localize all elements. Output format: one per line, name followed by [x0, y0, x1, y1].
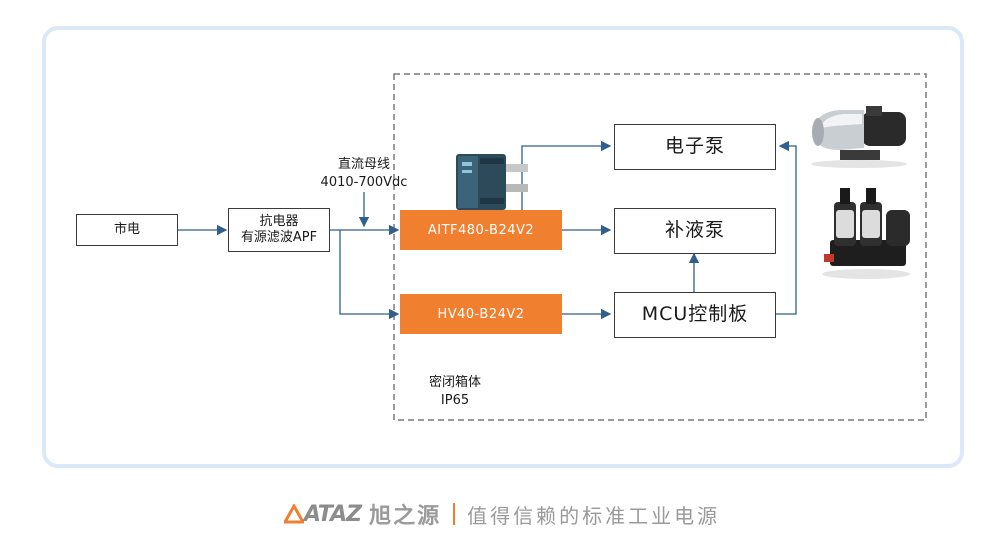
- centrifugal-pump-image: [811, 106, 907, 168]
- hv40-module: HV40-B24V2: [400, 294, 562, 334]
- fluid-pump-box: 补液泵: [614, 208, 776, 254]
- enclosure-line1: 密闭箱体: [428, 375, 481, 390]
- dc-bus-label: 直流母线 4010-700Vdc: [300, 156, 428, 191]
- footer-brand-bar: ATAZ 旭之源 值得信赖的标准工业电源: [0, 496, 1004, 532]
- mains-box: 市电: [76, 214, 178, 246]
- footer-divider: [453, 503, 456, 525]
- aitf-module: AITF480-B24V2: [400, 210, 562, 250]
- mains-label: 市电: [113, 221, 140, 237]
- dc-bus-line1: 直流母线: [337, 157, 390, 172]
- hv40-label: HV40-B24V2: [437, 306, 525, 322]
- power-supply-image: [456, 154, 528, 210]
- mcu-box: MCU控制板: [614, 292, 776, 338]
- dc-bus-line2: 4010-700Vdc: [320, 174, 408, 190]
- enclosure-line2: IP65: [440, 392, 470, 408]
- wire-mcu-e-pump: [776, 140, 797, 315]
- e-pump-box: 电子泵: [614, 124, 776, 170]
- apf-label-line1: 抗电器: [259, 213, 299, 229]
- brand-name: 旭之源: [369, 504, 442, 529]
- logo-text: ATAZ: [303, 501, 362, 527]
- fluid-pump-label: 补液泵: [664, 219, 725, 242]
- ataz-logo: ATAZ: [283, 501, 362, 527]
- apf-label-line2: 有源滤波APF: [240, 230, 318, 245]
- brand-slogan: 值得信赖的标准工业电源: [467, 503, 721, 528]
- apf-box: 抗电器 有源滤波APF: [228, 208, 330, 252]
- aitf-label: AITF480-B24V2: [427, 222, 535, 238]
- wire-aitf-e-pump: [521, 140, 612, 210]
- logo-triangle-icon: [283, 504, 304, 524]
- enclosure-boundary: [393, 73, 927, 421]
- mcu-label: MCU控制板: [641, 303, 749, 326]
- dosing-pump-image: [822, 188, 910, 279]
- enclosure-label: 密闭箱体 IP65: [410, 374, 500, 409]
- e-pump-label: 电子泵: [664, 135, 725, 158]
- wire-apf-hv40: [339, 230, 400, 320]
